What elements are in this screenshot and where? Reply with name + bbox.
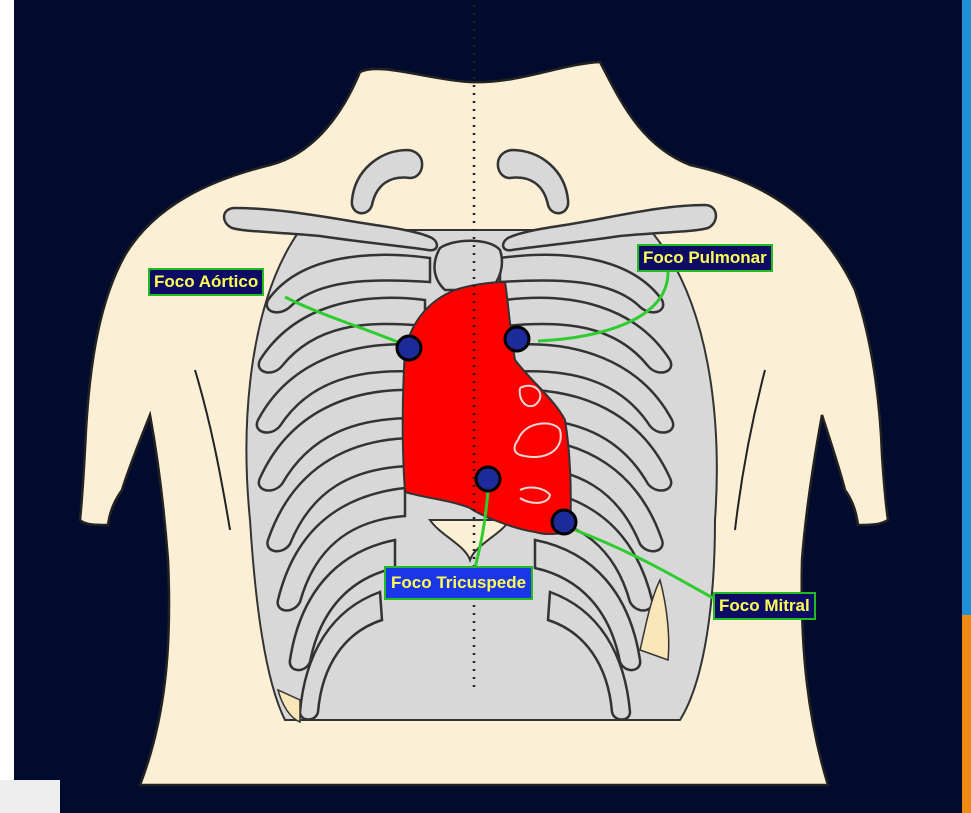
tricuspid-focus-point-icon <box>476 467 500 491</box>
tricuspid-focus-label: Foco Tricuspede <box>384 566 533 600</box>
right-edge-orange-strip <box>962 615 971 813</box>
mitral-focus-label: Foco Mitral <box>713 592 816 620</box>
bottom-left-gray-strip <box>0 780 60 813</box>
pulmonary-focus-point-icon <box>505 327 529 351</box>
aortic-focus-point-icon <box>397 336 421 360</box>
aortic-focus-label: Foco Aórtico <box>148 268 264 296</box>
pulmonary-focus-label: Foco Pulmonar <box>637 244 773 272</box>
mitral-focus-point-icon <box>552 510 576 534</box>
right-edge-blue-strip <box>962 0 971 615</box>
